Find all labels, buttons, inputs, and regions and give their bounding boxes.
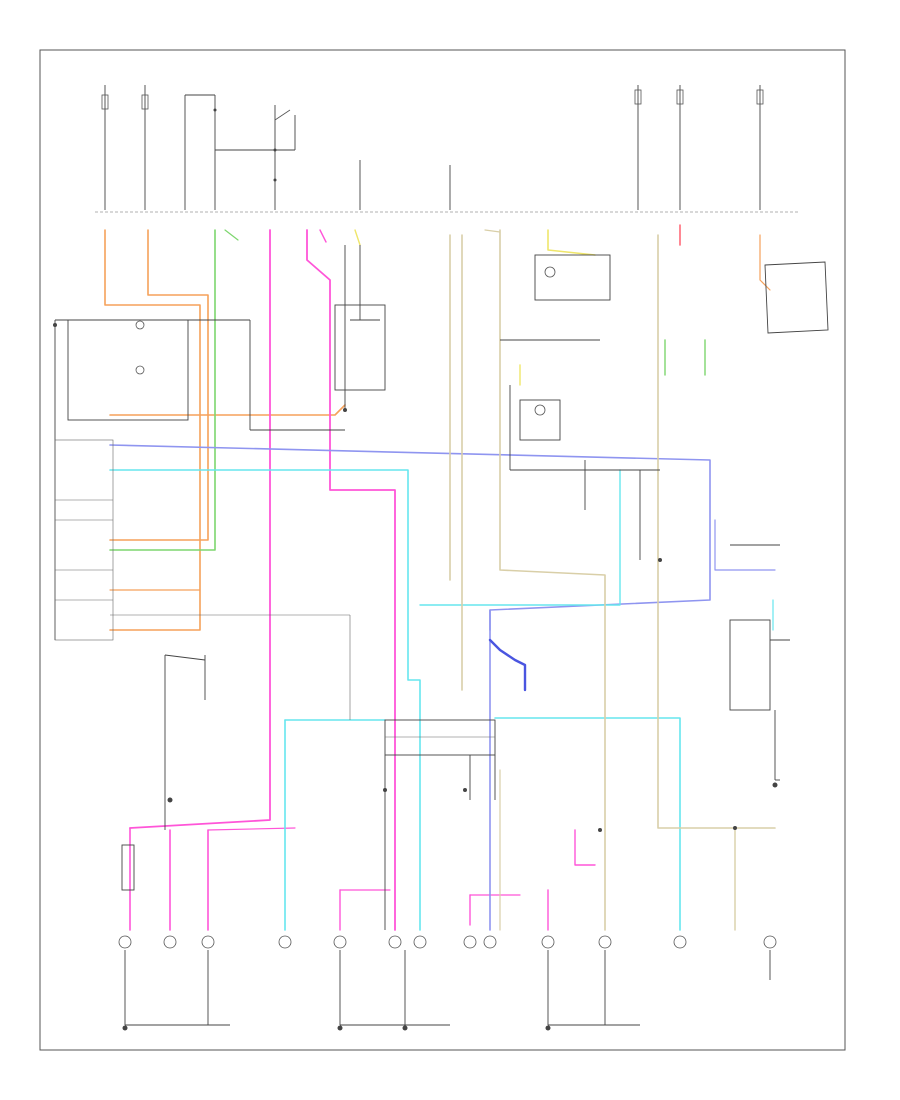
splice-dot-icon: [53, 323, 57, 327]
fuse-icon: [756, 89, 764, 105]
wire-cyan: [419, 469, 621, 606]
wire-pink: [319, 229, 327, 243]
colored-wires: [104, 224, 776, 931]
bulb-icon: [333, 935, 347, 949]
switch-icon: [274, 109, 291, 121]
wire-orange: [759, 234, 771, 291]
bulb-icon: [135, 320, 145, 330]
bulb-icon: [278, 935, 292, 949]
wire-orange: [104, 229, 201, 631]
wire-pink: [129, 229, 271, 829]
bulb-icon: [483, 935, 497, 949]
bulb-icon: [463, 935, 477, 949]
bulb-icon: [763, 935, 777, 949]
fuse-icon: [634, 89, 642, 105]
wire-yellow: [354, 229, 361, 246]
power-feed-section: [95, 85, 800, 213]
wire-pink: [207, 827, 296, 831]
fuse-icon: [676, 89, 684, 105]
bulb-icon: [673, 935, 687, 949]
splice-dot-icon: [273, 178, 277, 182]
wire-blue: [488, 638, 527, 692]
ground-symbol-icon: [772, 782, 778, 788]
splice-dot-icon: [343, 408, 347, 412]
splice-dot-icon: [658, 558, 662, 562]
splice-dot-icon: [383, 788, 387, 792]
module-box: [729, 619, 771, 711]
bulb-icon: [598, 935, 612, 949]
fuse-icon: [141, 94, 149, 110]
ground-symbol-icon: [167, 797, 173, 803]
ground-symbol-icon: [337, 1025, 343, 1031]
wire-pink: [574, 829, 596, 866]
wire-tan: [484, 229, 501, 233]
wire-tan: [657, 234, 776, 829]
wire-pink: [306, 229, 396, 931]
ground-symbol-icon: [545, 1025, 551, 1031]
wire-orange: [109, 404, 346, 416]
ground-symbol-icon: [122, 1025, 128, 1031]
splice-dot-icon: [733, 826, 737, 830]
bulb-icon: [534, 404, 546, 416]
wire-green: [109, 229, 216, 551]
bulb-icon: [163, 935, 177, 949]
wire-cyan: [494, 717, 681, 931]
bulb-icon: [388, 935, 402, 949]
splice-dot-icon: [273, 148, 277, 152]
splice-dot-icon: [598, 828, 602, 832]
splice-dots: [53, 323, 737, 832]
bulb-icon: [201, 935, 215, 949]
black-circuit-lines: [54, 245, 829, 930]
bulb-icon: [135, 365, 145, 375]
diagram-frame: [39, 49, 846, 1051]
wire-cyan: [109, 469, 421, 931]
bulb-icon: [541, 935, 555, 949]
wire-yellow: [547, 229, 596, 256]
wire-tan: [499, 229, 606, 931]
wire-green: [224, 229, 239, 241]
lamp-row: [118, 782, 778, 1031]
bulb-icon: [544, 266, 556, 278]
ground-symbol-icon: [402, 1025, 408, 1031]
module-box: [384, 719, 496, 756]
bulb-icon: [413, 935, 427, 949]
fuse-icon: [101, 94, 109, 110]
bulb-icon: [118, 935, 132, 949]
splice-dot-icon: [463, 788, 467, 792]
wire-orange: [109, 229, 209, 541]
splice-dot-icon: [213, 108, 217, 112]
wire-blue: [714, 519, 776, 571]
